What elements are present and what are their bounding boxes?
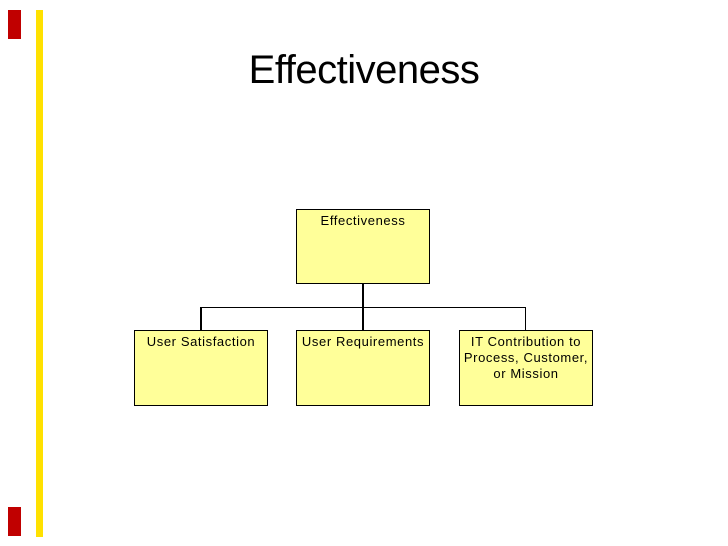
node-effectiveness: Effectiveness	[296, 209, 430, 284]
connector-stub-middle	[362, 307, 364, 330]
node-it-contribution-label: IT Contribution to Process, Customer, or…	[463, 334, 589, 381]
accent-red-block-bottom	[8, 507, 21, 536]
node-effectiveness-label: Effectiveness	[320, 213, 406, 228]
accent-red-block-top	[8, 10, 21, 39]
accent-yellow-stripe	[36, 10, 43, 537]
connector-root-drop	[362, 284, 364, 308]
node-user-satisfaction: User Satisfaction	[134, 330, 268, 406]
node-user-requirements: User Requirements	[296, 330, 430, 406]
connector-stub-right	[524, 307, 526, 330]
node-user-satisfaction-label: User Satisfaction	[146, 334, 256, 349]
node-user-requirements-label: User Requirements	[301, 334, 425, 349]
node-it-contribution: IT Contribution to Process, Customer, or…	[459, 330, 593, 406]
connector-stub-left	[200, 307, 202, 330]
slide-title: Effectiveness	[248, 48, 480, 92]
